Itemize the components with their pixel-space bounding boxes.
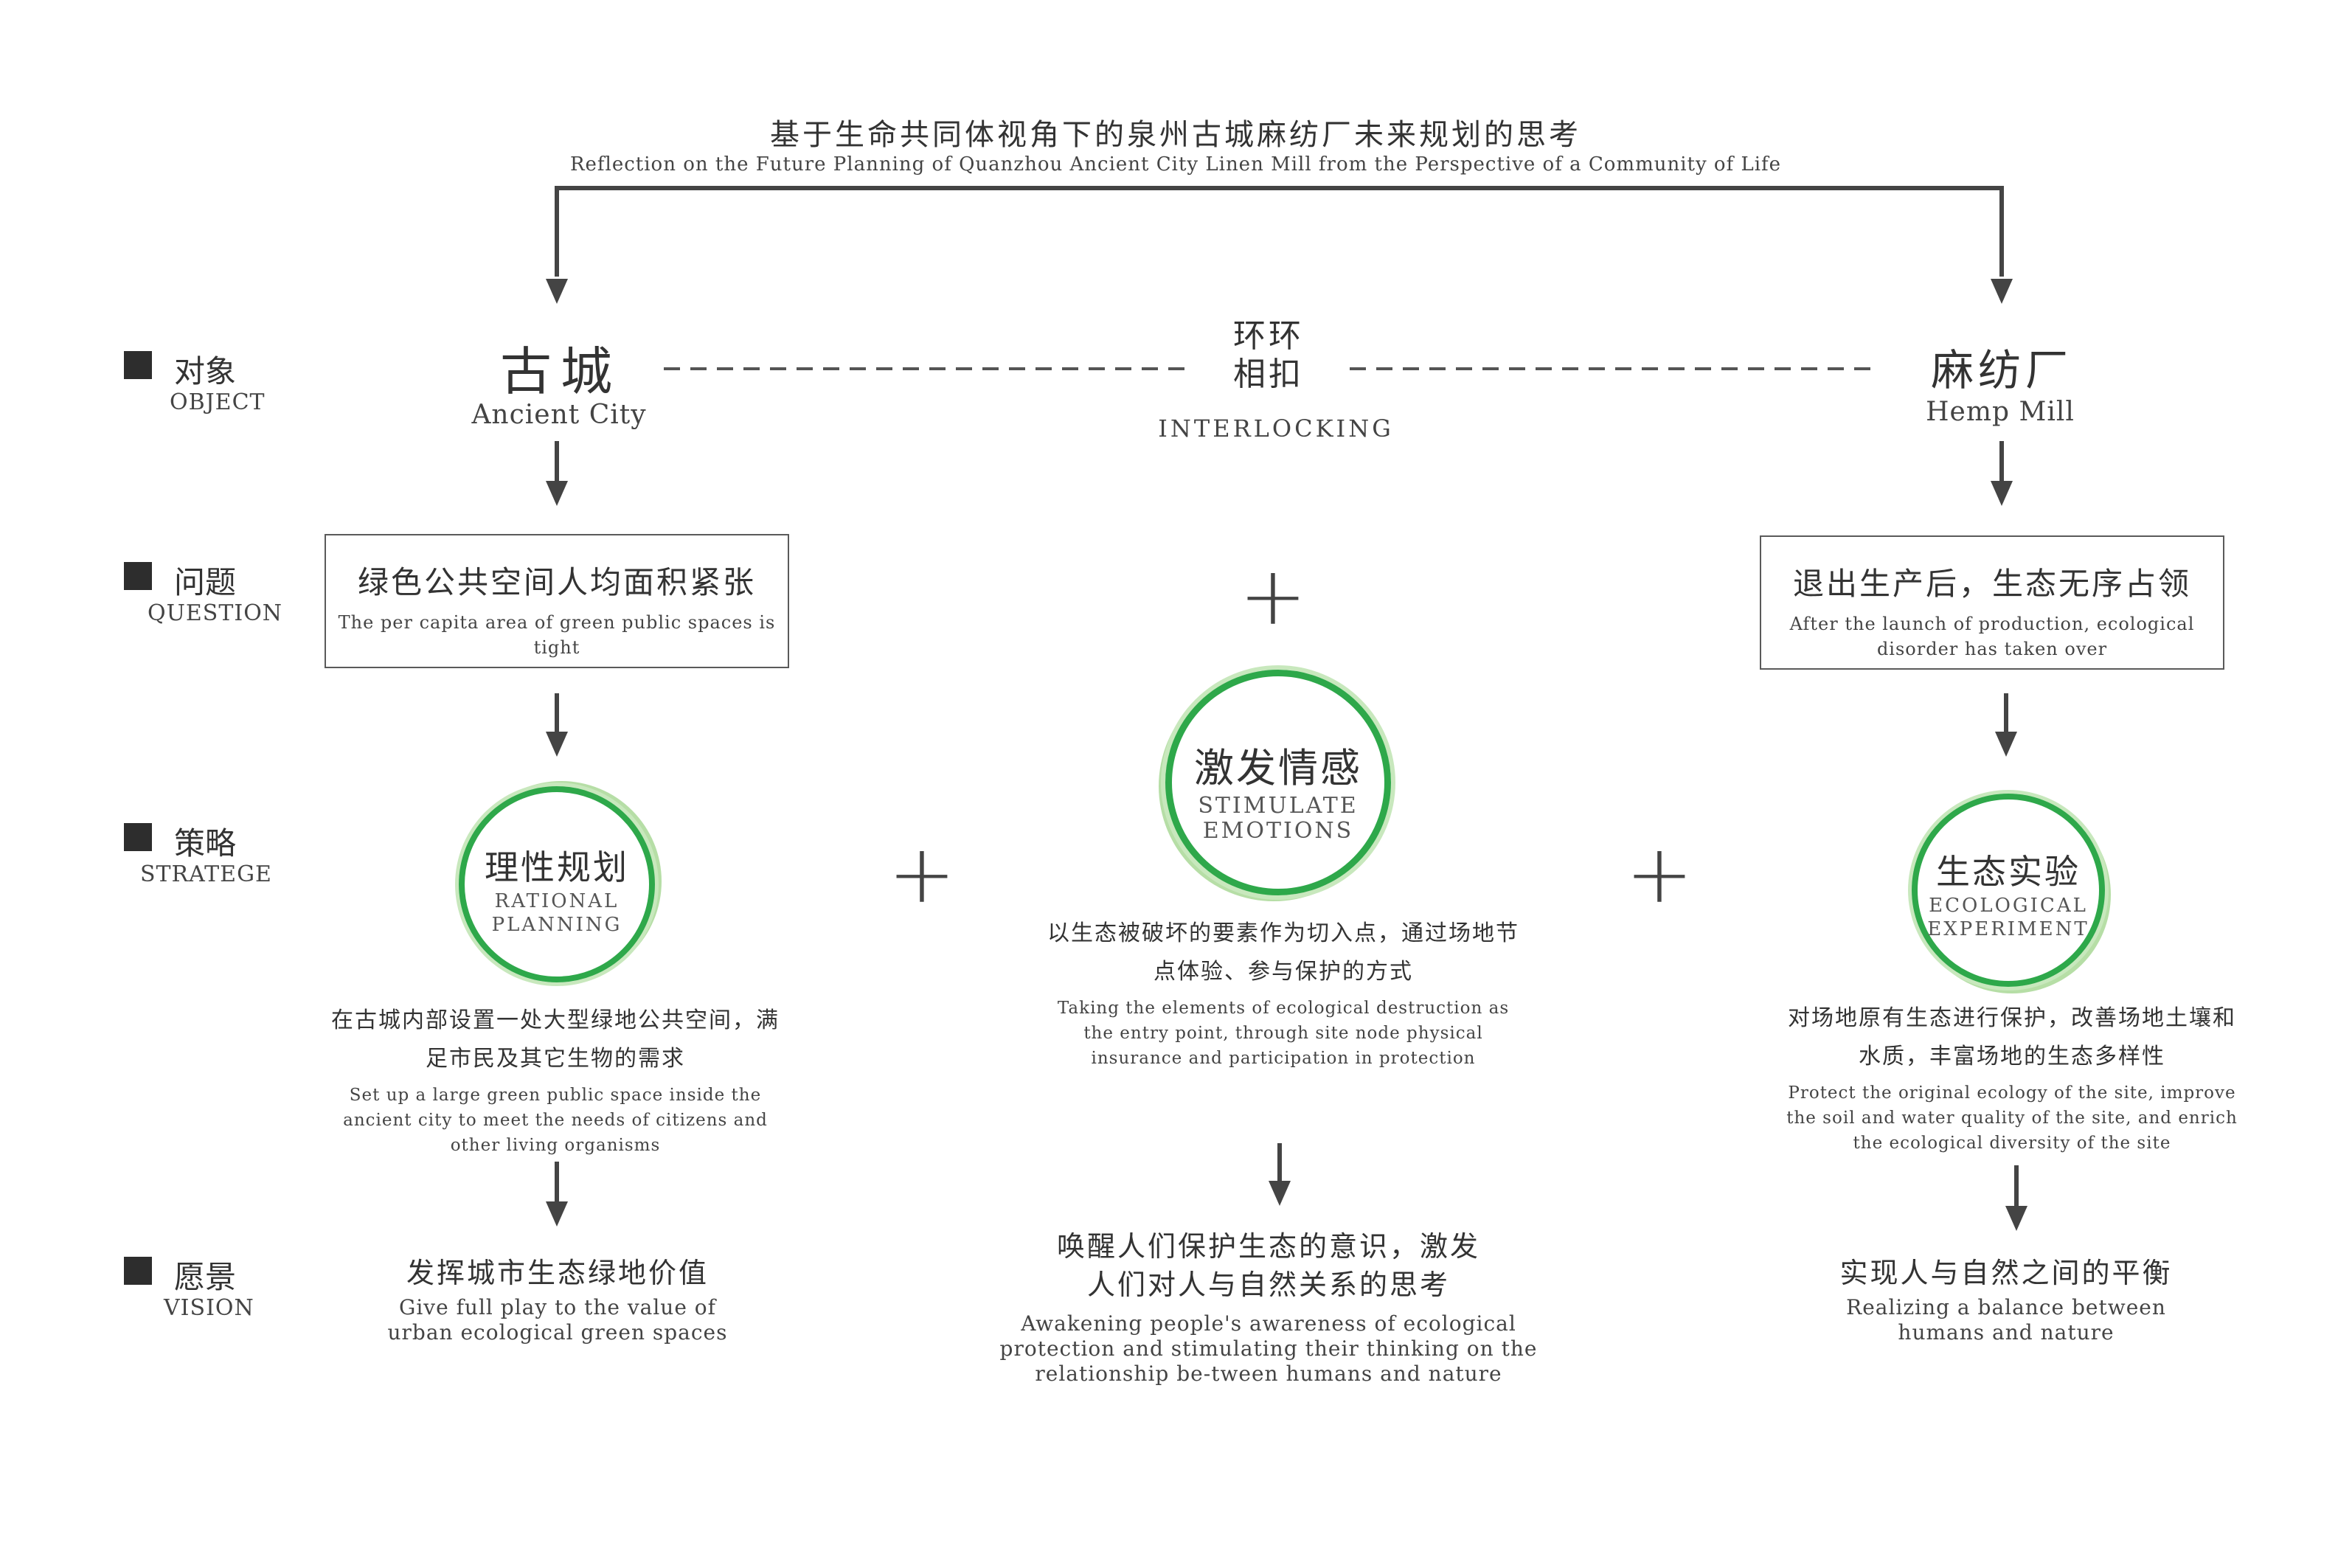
strategy-right-desc-en: Protect the original ecology of the site… <box>1786 1083 2238 1153</box>
row-label-en: STRATEGE <box>140 861 272 887</box>
vision-middle-en: Awakening people's awareness of ecologic… <box>999 1311 1538 1386</box>
arrow-head <box>1269 1181 1291 1206</box>
row-label-cn: 问题 <box>174 564 237 600</box>
question-box-right: 退出生产后，生态无序占领 After the launch of product… <box>1760 535 2224 670</box>
plus-symbol: + <box>1238 549 1308 643</box>
vision-middle-cn: 唤醒人们保护生态的意识，激发人们对人与自然关系的思考 <box>1056 1230 1480 1301</box>
object-interlocking-cn: 环环 相扣 <box>1233 317 1304 394</box>
strategy-middle-en-line2: EMOTIONS <box>1202 818 1354 844</box>
square-bullet-icon <box>124 351 152 379</box>
strategy-left-desc-en: Set up a large green public space inside… <box>343 1086 768 1155</box>
vision-left-cn: 发挥城市生态绿地价值 <box>406 1257 709 1289</box>
plus-symbol: + <box>887 827 957 921</box>
strategy-circle-stimulate-emotions: 激发情感 STIMULATE EMOTIONS <box>1165 670 1391 895</box>
object-hemp-mill-en: Hemp Mill <box>1926 397 2075 427</box>
strategy-middle-cn: 激发情感 <box>1194 745 1362 791</box>
plus-symbol: + <box>1625 827 1694 921</box>
row-label-en: QUESTION <box>148 600 283 626</box>
strategy-right-desc-cn: 对场地原有生态进行保护，改善场地土壤和水质，丰富场地的生态多样性 <box>1788 1005 2236 1069</box>
strategy-left-description: 在古城内部设置一处大型绿地公共空间，满足市民及其它生物的需求 Set up a … <box>323 1002 788 1158</box>
question-right-cn: 退出生产后，生态无序占领 <box>1792 566 2191 602</box>
object-interlocking-en: INTERLOCKING <box>1158 414 1394 443</box>
square-bullet-icon <box>124 1257 152 1285</box>
strategy-left-cn: 理性规划 <box>485 847 629 887</box>
arrow-head <box>546 279 568 304</box>
vision-right: 实现人与自然之间的平衡 Realizing a balance between … <box>1807 1254 2205 1345</box>
row-label-en: VISION <box>164 1295 254 1321</box>
row-label-cn: 对象 <box>174 353 237 389</box>
top-bracket-line <box>555 186 2004 277</box>
question-left-en: The per capita area of green public spac… <box>338 612 776 658</box>
object-ancient-city-en: Ancient City <box>471 400 647 430</box>
strategy-left-en-line1: RATIONAL <box>494 890 620 912</box>
arrow-head <box>546 1201 568 1227</box>
strategy-circle-rational-planning: 理性规划 RATIONAL PLANNING <box>459 786 655 982</box>
arrow-head <box>2005 1206 2027 1231</box>
strategy-middle-en-line1: STIMULATE <box>1198 793 1359 819</box>
strategy-middle-desc-en: Taking the elements of ecological destru… <box>1057 999 1510 1068</box>
strategy-circle-ecological-experiment: 生态实验 ECOLOGICAL EXPERIMENT <box>1912 794 2105 987</box>
strategy-right-description: 对场地原有生态进行保护，改善场地土壤和水质，丰富场地的生态多样性 Protect… <box>1779 999 2245 1156</box>
strategy-left-en-line2: PLANNING <box>491 914 622 936</box>
strategy-middle-desc-cn: 以生态被破坏的要素作为切入点，通过场地节点体验、参与保护的方式 <box>1047 920 1519 985</box>
vision-middle: 唤醒人们保护生态的意识，激发人们对人与自然关系的思考 Awakening peo… <box>981 1227 1556 1387</box>
row-label-en: OBJECT <box>170 389 266 415</box>
question-box-left: 绿色公共空间人均面积紧张 The per capita area of gree… <box>325 534 789 668</box>
vision-right-cn: 实现人与自然之间的平衡 <box>1839 1257 2173 1289</box>
vision-left-en: Give full play to the value of urban eco… <box>387 1295 728 1345</box>
vision-right-en: Realizing a balance between humans and n… <box>1846 1295 2166 1345</box>
diagram-title: 基于生命共同体视角下的泉州古城麻纺厂未来规划的思考 <box>770 118 1581 152</box>
strategy-right-en-line2: EXPERIMENT <box>1927 918 2089 940</box>
arrow-head <box>546 481 568 506</box>
square-bullet-icon <box>124 562 152 590</box>
square-bullet-icon <box>124 823 152 851</box>
strategy-middle-description: 以生态被破坏的要素作为切入点，通过场地节点体验、参与保护的方式 Taking t… <box>1047 915 1519 1071</box>
diagram-subtitle: Reflection on the Future Planning of Qua… <box>569 153 1782 176</box>
object-ancient-city-cn: 古城 <box>500 341 621 402</box>
arrow-head <box>1991 279 2013 304</box>
question-right-en: After the launch of production, ecologic… <box>1789 614 2195 659</box>
arrow-head <box>1991 481 2013 506</box>
strategy-right-cn: 生态实验 <box>1936 852 2081 892</box>
arrow-head <box>546 732 568 757</box>
interlocking-cn-line1: 环环 <box>1233 317 1304 355</box>
arrow-head <box>1995 732 2017 757</box>
interlocking-cn-line2: 相扣 <box>1233 355 1304 393</box>
object-hemp-mill-cn: 麻纺厂 <box>1930 345 2073 395</box>
vision-left: 发挥城市生态绿地价值 Give full play to the value o… <box>366 1254 749 1345</box>
question-left-cn: 绿色公共空间人均面积紧张 <box>357 564 756 600</box>
strategy-left-desc-cn: 在古城内部设置一处大型绿地公共空间，满足市民及其它生物的需求 <box>331 1007 780 1072</box>
strategy-right-en-line1: ECOLOGICAL <box>1929 895 2088 917</box>
row-label-cn: 愿景 <box>174 1259 237 1295</box>
row-label-cn: 策略 <box>174 825 237 861</box>
